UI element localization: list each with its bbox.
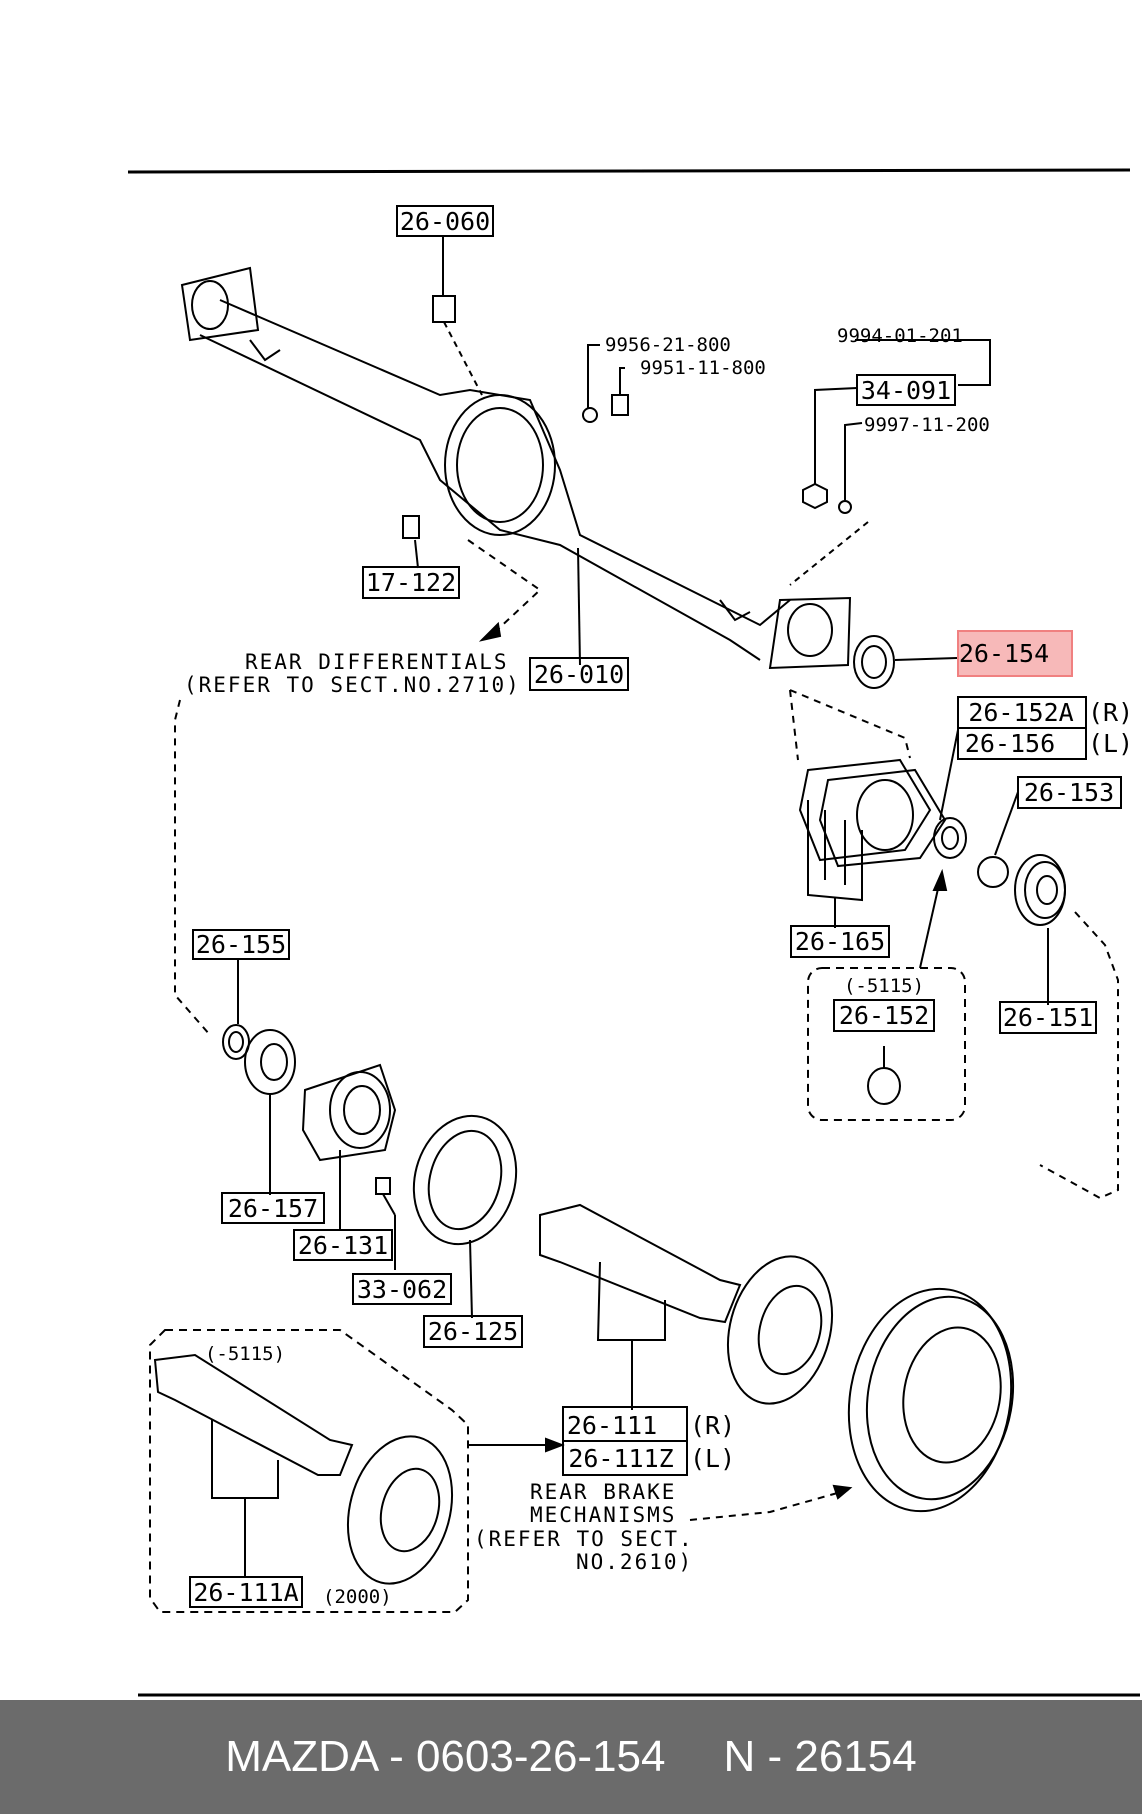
box-26-153 <box>1017 776 1122 809</box>
label-2000: (2000) <box>323 1586 392 1608</box>
housing-leader <box>577 547 581 666</box>
backing-plate <box>412 1114 518 1319</box>
label-9951-11-800: 9951-11-800 <box>640 357 766 379</box>
box-26-155 <box>192 929 290 960</box>
label-9956-21-800: 9956-21-800 <box>605 334 731 356</box>
box-26-152 <box>833 999 935 1032</box>
label-r-1: (R) <box>1088 698 1133 727</box>
oil-seal <box>853 635 958 689</box>
label-26-111z: 26-111Z <box>568 1444 673 1473</box>
lock-washer <box>977 791 1019 888</box>
footer-short-number: N - 26154 <box>723 1732 917 1781</box>
note-mechanisms: MECHANISMS <box>530 1503 676 1527</box>
box-26-010 <box>529 657 629 691</box>
lock-nut <box>933 729 967 859</box>
shaft-variant-arrowhead <box>545 1437 565 1453</box>
label-r-2: (R) <box>690 1411 735 1440</box>
label-26-060: 26-060 <box>400 207 490 236</box>
label-26-125: 26-125 <box>428 1317 518 1346</box>
axle-housing <box>180 266 852 670</box>
label-26-111: 26-111 <box>567 1411 657 1440</box>
box-26-125 <box>423 1315 523 1348</box>
drain-plug <box>582 344 629 423</box>
inner-seal <box>222 958 250 1060</box>
label-minus-5115-a: (-5115) <box>844 975 924 997</box>
inner-bearing <box>244 1029 296 1195</box>
parts-diagram: 26-060 9956-21-800 9951-11-800 9994-01-2… <box>127 168 1140 1697</box>
breather-plug <box>432 235 483 396</box>
axle-shaft <box>539 1203 834 1410</box>
box-26-131 <box>293 1229 393 1261</box>
box-33-062 <box>352 1273 452 1305</box>
top-rule <box>127 168 1131 174</box>
footer-part-number: MAZDA - 0603-26-154 <box>225 1732 666 1781</box>
note-rear-brake: REAR BRAKE <box>530 1480 676 1504</box>
label-17-122: 17-122 <box>366 568 456 597</box>
label-26-151: 26-151 <box>1003 1003 1093 1032</box>
label-l-1: (L) <box>1088 729 1133 758</box>
label-26-165: 26-165 <box>795 927 885 956</box>
note-no-2610: NO.2610) <box>576 1550 693 1574</box>
left-dashed-leader <box>174 699 211 1036</box>
box-26-060 <box>396 205 494 237</box>
label-26-157: 26-157 <box>228 1194 318 1223</box>
diff-arrow <box>478 621 502 642</box>
label-26-154: 26-154 <box>959 639 1049 668</box>
wheel-bearing <box>1014 854 1119 1200</box>
highlight-26-154 <box>957 630 1073 677</box>
label-26-155: 26-155 <box>196 930 286 959</box>
label-33-062: 33-062 <box>357 1275 447 1304</box>
label-26-111a: 26-111A <box>193 1578 298 1607</box>
note-refer-sect-2710: (REFER TO SECT.NO.2710) <box>184 673 521 697</box>
label-l-2: (L) <box>690 1444 735 1473</box>
note-rear-differentials: REAR DIFFERENTIALS <box>245 650 509 674</box>
box-26-151 <box>999 1001 1097 1034</box>
label-34-091: 34-091 <box>861 376 951 405</box>
box-26-111a <box>189 1576 303 1608</box>
shim-pack <box>789 689 947 928</box>
box-26-165 <box>790 925 890 958</box>
box-17-122 <box>362 566 460 599</box>
label-26-010: 26-010 <box>534 660 624 689</box>
bearing-housing <box>301 1063 397 1230</box>
label-minus-5115-b: (-5115) <box>205 1343 285 1365</box>
note-refer-sect: (REFER TO SECT. <box>474 1527 694 1551</box>
box-26-157 <box>221 1192 325 1224</box>
label-9997-11-200: 9997-11-200 <box>864 414 990 436</box>
diff-dashed-leader <box>467 539 542 633</box>
label-26-131: 26-131 <box>298 1231 388 1260</box>
label-26-153: 26-153 <box>1024 778 1114 807</box>
label-26-156: 26-156 <box>965 729 1055 758</box>
fill-plug <box>402 515 420 569</box>
variant-box-26-152 <box>807 868 966 1121</box>
variant-box-26-111a <box>149 1329 469 1613</box>
brake-drum <box>689 1287 1015 1521</box>
nut-and-washer <box>789 339 991 586</box>
box-34-091 <box>856 374 956 406</box>
label-26-152a: 26-152A <box>968 698 1073 727</box>
hub-bolt <box>375 1177 396 1270</box>
footer-bar: MAZDA - 0603-26-154 N - 26154 <box>0 1700 1142 1814</box>
label-9994-01-201: 9994-01-201 <box>837 325 963 347</box>
label-26-152: 26-152 <box>839 1001 929 1030</box>
